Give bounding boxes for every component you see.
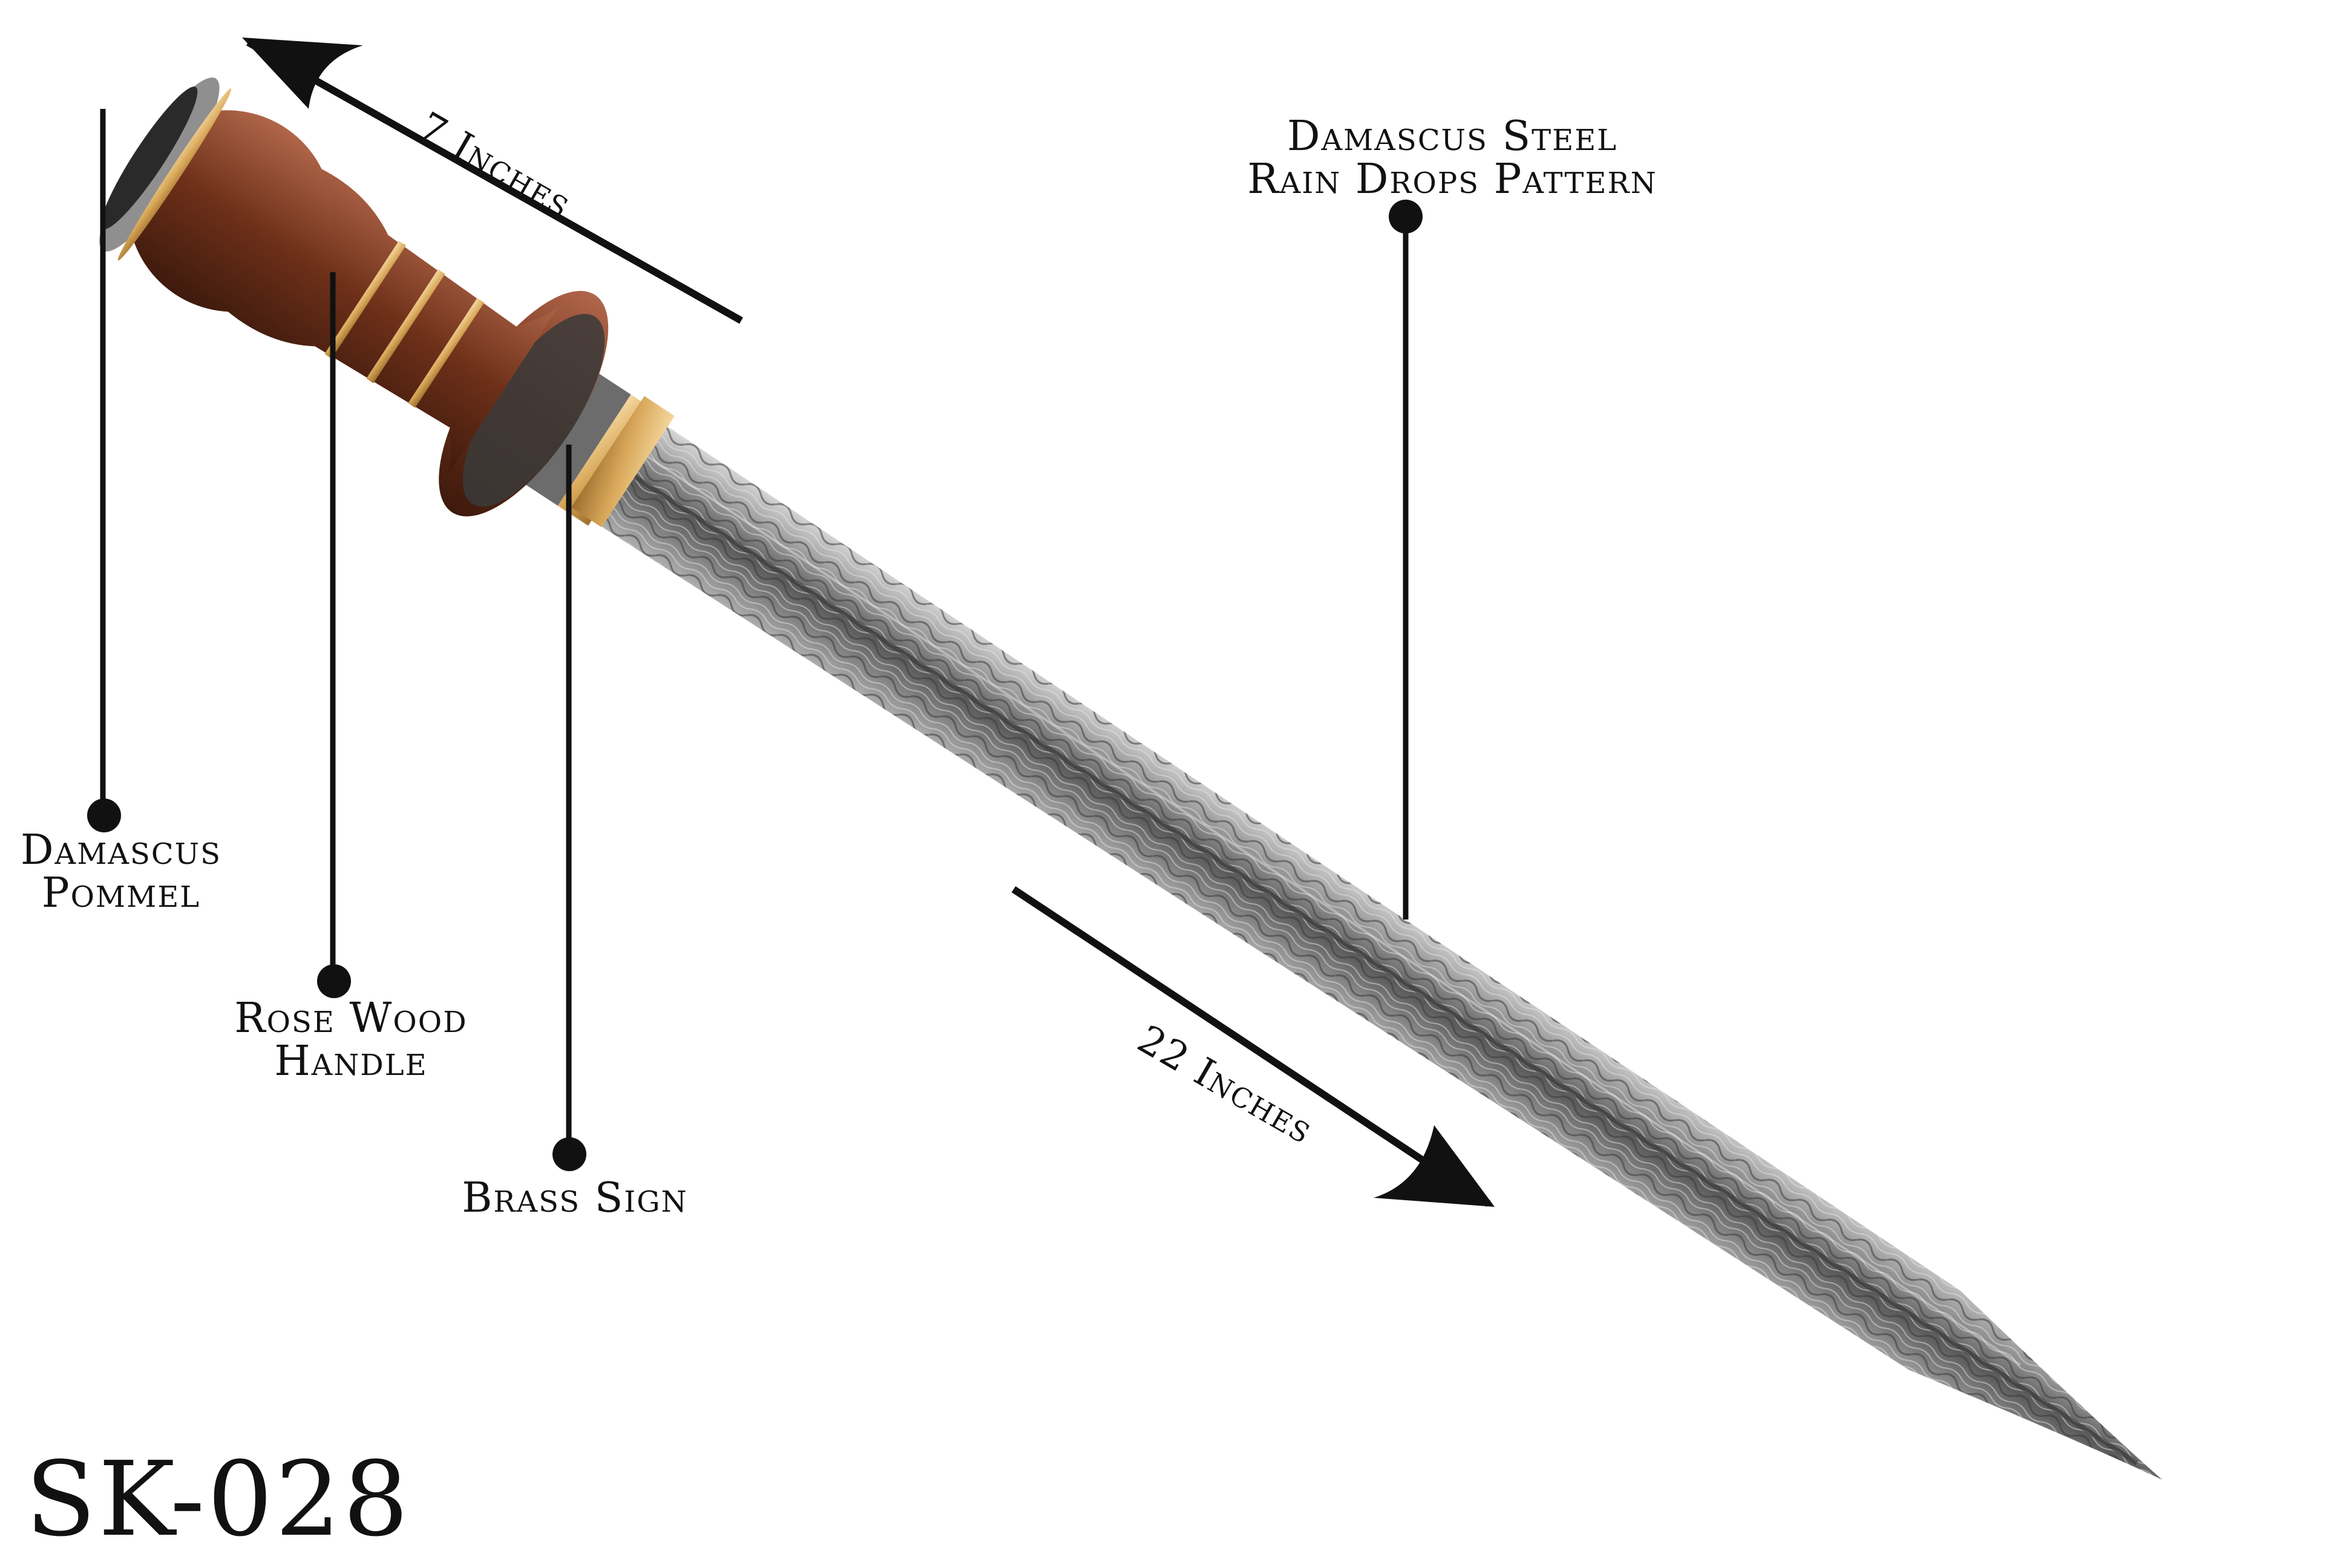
handle-label-line-1: Rose Wood <box>234 995 468 1042</box>
brass-sign-label-line-1: Brass Sign <box>462 1174 688 1222</box>
pommel-label-line-1: Damascus <box>21 826 221 874</box>
brass-sign-label: Brass Sign <box>448 1177 702 1220</box>
blade-steel-label-line-2: Rain Drops Pattern <box>1247 155 1657 204</box>
callout-leaders <box>87 109 1423 1171</box>
handle-label: Rose Wood Handle <box>218 997 484 1083</box>
brass-cross-sign <box>557 394 675 528</box>
pommel-label: Damascus Pommel <box>6 829 236 915</box>
pommel-callout-dot <box>87 799 121 832</box>
sword <box>99 77 2163 1480</box>
blade-steel-label-line-1: Damascus Steel <box>1286 113 1618 160</box>
handle-callout-dot <box>317 964 351 998</box>
brass-callout-dot <box>552 1137 586 1171</box>
handle-length-arrow <box>242 38 743 324</box>
pommel-label-line-2: Pommel <box>41 869 201 918</box>
handle-label-line-2: Handle <box>274 1037 428 1086</box>
blade-length-arrow <box>1011 886 1495 1207</box>
model-code: SK-028 <box>25 1440 411 1560</box>
damascus-pommel <box>99 77 332 312</box>
steel-callout-dot <box>1389 200 1423 234</box>
blade-steel-label: Damascus Steel Rain Drops Pattern <box>1198 115 1706 201</box>
damascus-blade <box>546 390 2163 1480</box>
